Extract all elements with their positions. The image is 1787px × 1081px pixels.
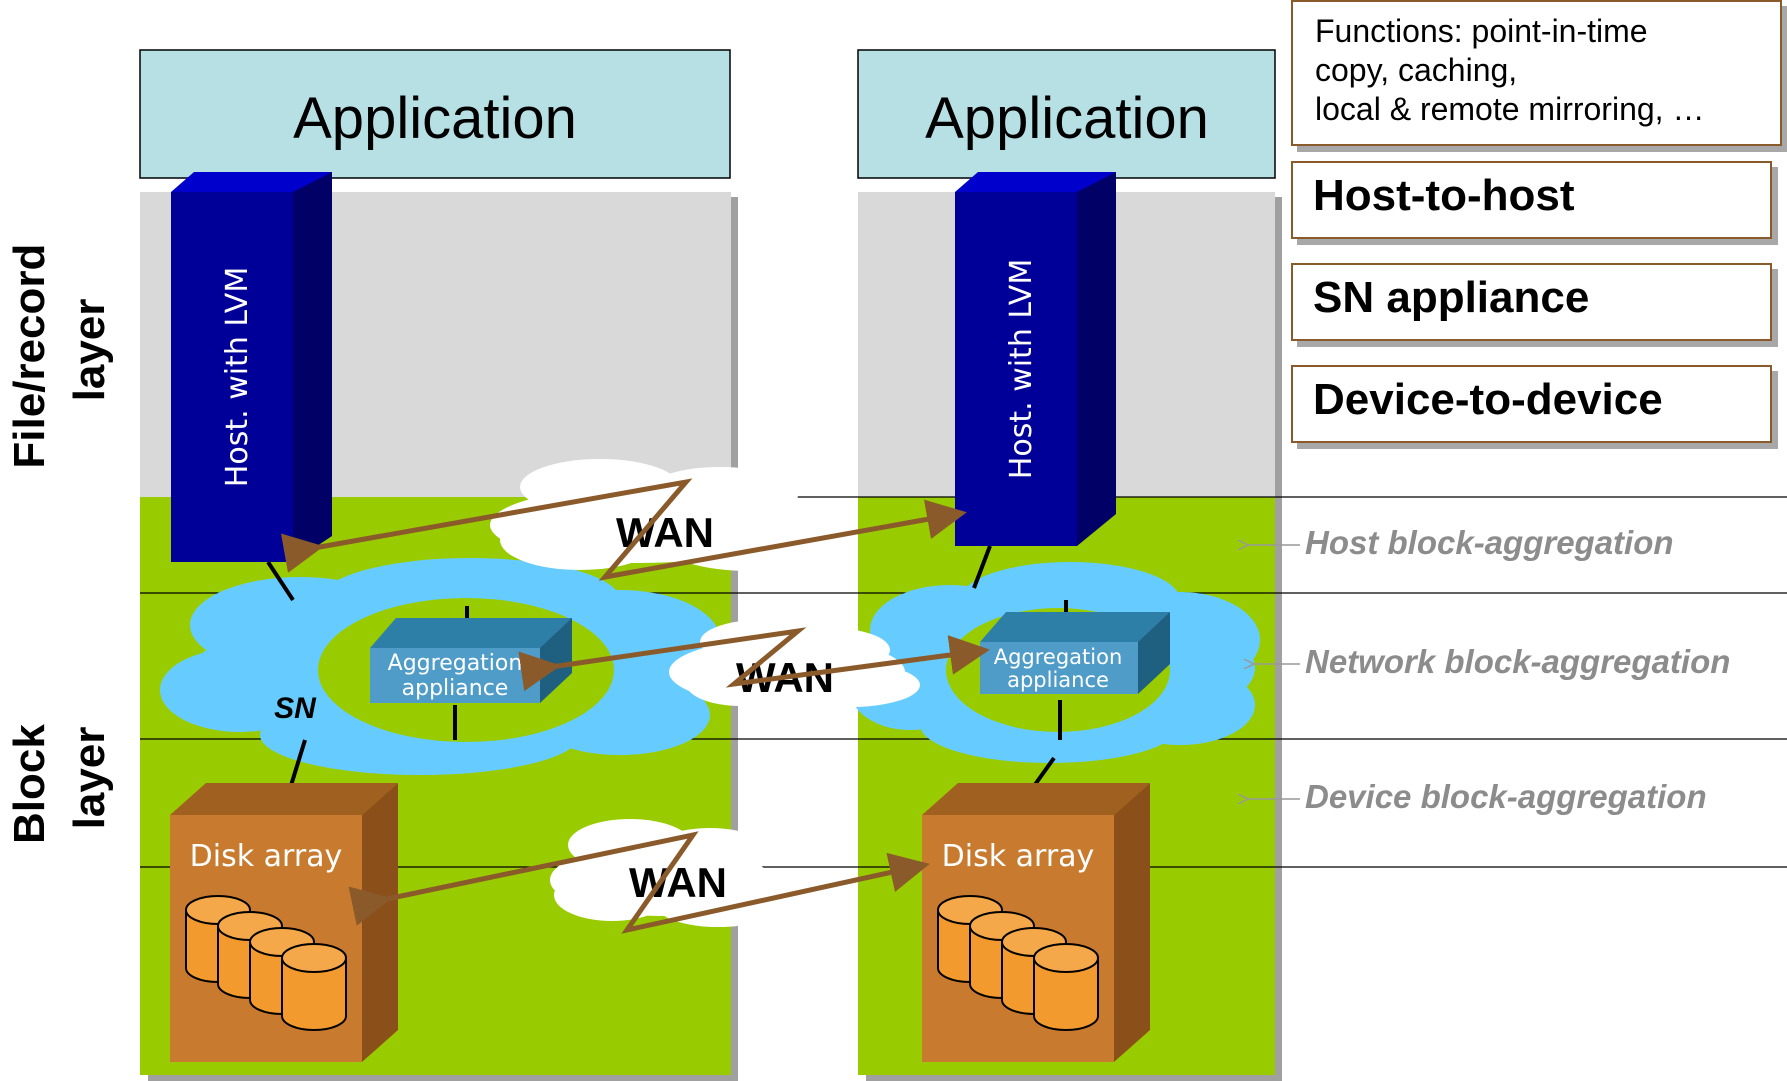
block-layer-label-line1: Block [5, 724, 54, 844]
wan-label-device: WAN [629, 859, 727, 906]
block-layer-label-line2: layer [65, 727, 114, 830]
disk-array-left: Disk array [170, 783, 398, 1062]
functions-line-2: copy, caching, [1315, 52, 1518, 88]
application-box [139, 49, 731, 179]
file-record-layer-label: File/record layer [5, 231, 114, 468]
sn-label: SN [274, 692, 317, 725]
functions-line-3: local & remote mirroring, … [1315, 91, 1705, 127]
network-aggregation-label: Network block-aggregation [1305, 643, 1730, 680]
disk-array-label: Disk array [942, 839, 1095, 874]
connector [266, 560, 295, 602]
appliance-label-line1: Aggregation [994, 645, 1123, 669]
appliance-label-line2: appliance [402, 676, 509, 701]
wan-arrow-device [348, 831, 930, 934]
wan-arrow-network [518, 627, 990, 692]
device-aggregation-label: Device block-aggregation [1305, 778, 1707, 815]
host-label: Host. with LVM [220, 267, 255, 487]
aggregation-appliance-right: Aggregation appliance [980, 612, 1170, 694]
host-to-host-box: Host-to-host [1291, 161, 1772, 239]
host-right: Host. with LVM [955, 172, 1116, 546]
disk-array-label: Disk array [190, 839, 343, 874]
host-aggregation-label: Host block-aggregation [1305, 524, 1674, 561]
functions-box: Functions: point-in-time copy, caching, … [1291, 0, 1782, 146]
disk-array-right: Disk array [922, 783, 1150, 1062]
aggregation-annotations: Host block-aggregation Network block-agg… [1246, 524, 1730, 815]
application-label: Application [293, 86, 577, 151]
layer-labels: File/record layer Block layer [5, 231, 114, 844]
application-label: Application [925, 86, 1209, 151]
host-label: Host. with LVM [1004, 259, 1039, 479]
connector [972, 545, 992, 589]
host-left: Host. with LVM [171, 172, 332, 562]
file-record-layer-label-line1: File/record [5, 244, 54, 469]
device-to-device-box: Device-to-device [1291, 365, 1772, 443]
file-record-layer-label-line2: layer [65, 299, 114, 402]
block-layer-label: Block layer [5, 712, 114, 844]
wan-arrows [280, 478, 990, 934]
functions-line-1: Functions: point-in-time [1315, 13, 1648, 49]
appliance-label-line1: Aggregation [388, 651, 523, 676]
sn-appliance-box: SN appliance [1291, 263, 1772, 341]
application-box [857, 49, 1276, 179]
aggregation-appliance-left: Aggregation appliance [370, 618, 572, 703]
appliance-label-line2: appliance [1007, 668, 1109, 692]
wan-arrow-host [280, 478, 967, 581]
